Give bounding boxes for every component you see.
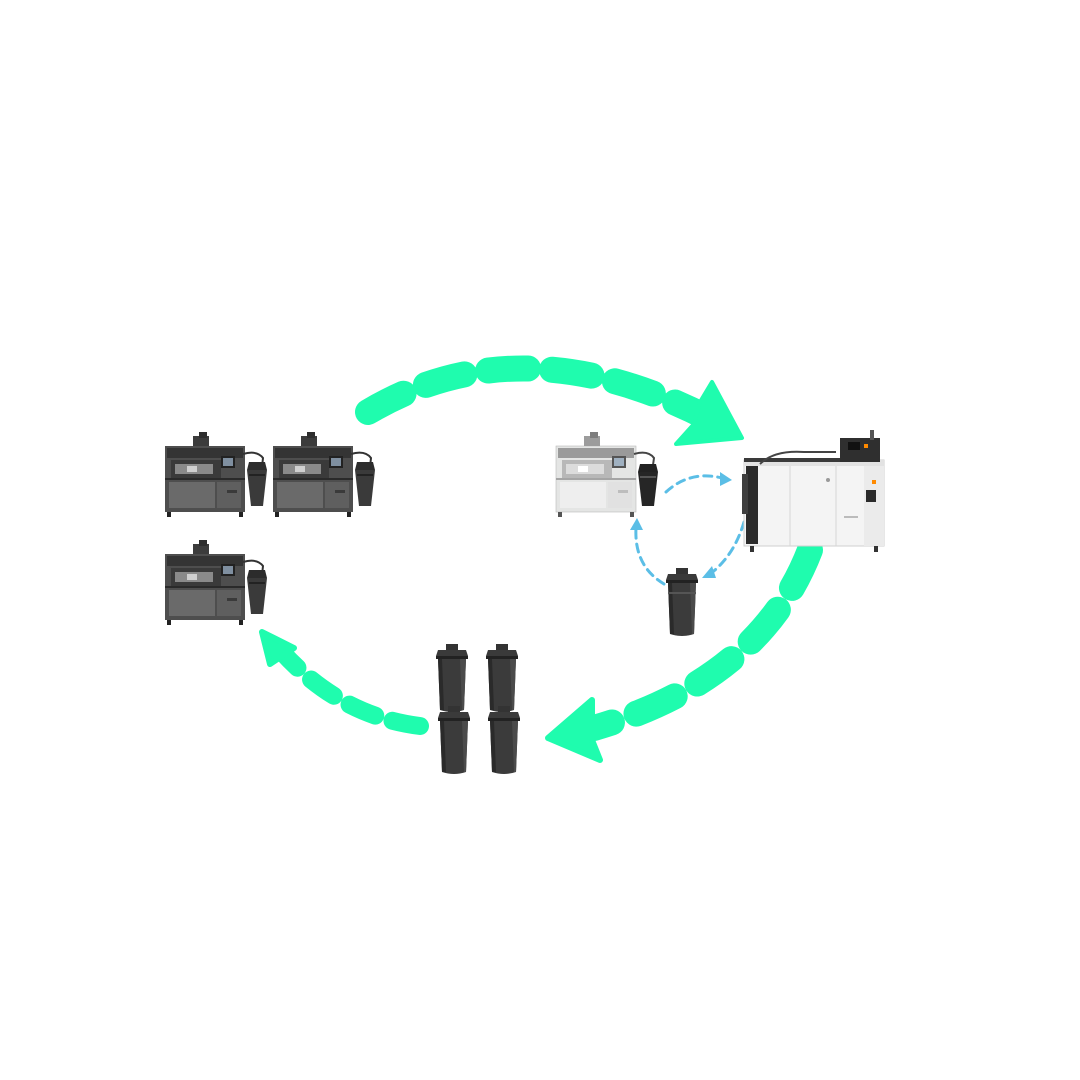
printer-light xyxy=(555,431,659,518)
inner-arrow-printer-to-station-head xyxy=(720,472,732,486)
build-unit-2 xyxy=(486,644,518,712)
main-flow-arrows xyxy=(259,355,823,763)
build-unit-bucket xyxy=(666,568,698,636)
arrow-station-to-buckets xyxy=(581,537,823,741)
inner-arrow-station-to-bucket xyxy=(708,520,746,576)
printer-dark-2 xyxy=(272,431,376,518)
arrow-buckets-to-printer-head xyxy=(259,629,297,667)
inner-arrow-station-to-bucket-head xyxy=(702,566,716,578)
build-unit-1 xyxy=(436,644,468,712)
build-unit-4 xyxy=(488,706,520,774)
arrow-printers-to-station-head xyxy=(674,380,744,446)
arrow-buckets-to-printer xyxy=(273,643,429,735)
build-unit-3 xyxy=(438,706,470,774)
arrow-printers-to-station xyxy=(355,355,721,431)
processing-station xyxy=(742,430,885,552)
inner-arrow-bucket-to-printer-head xyxy=(630,518,643,530)
printer-dark-3 xyxy=(164,539,268,626)
build-unit-group xyxy=(436,644,520,774)
arrow-station-to-buckets-head xyxy=(545,697,603,763)
printer-dark-1 xyxy=(164,431,268,518)
inner-arrow-bucket-to-printer xyxy=(634,526,666,586)
inner-flow-arrows xyxy=(630,472,746,586)
inner-arrow-printer-to-station xyxy=(664,474,724,494)
